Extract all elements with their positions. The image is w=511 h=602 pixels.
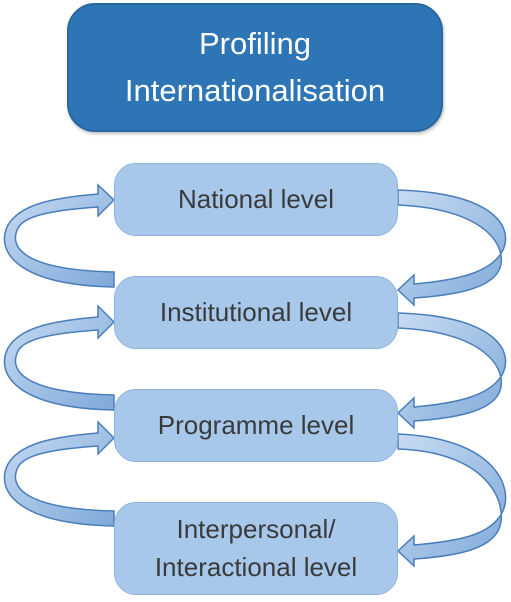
left-arrow-programme-to-institutional xyxy=(3,304,116,411)
left-arrow-interpersonal-to-programme xyxy=(3,420,116,527)
level-box-programme: Programme level xyxy=(114,389,398,462)
title-line-2: Internationalisation xyxy=(124,72,386,108)
right-arrow-institutional-to-programme xyxy=(396,312,507,430)
right-arrow-national-to-institutional xyxy=(396,189,507,307)
level-box-interpersonal: Interpersonal/ Interactional level xyxy=(114,502,398,595)
left-arrow-institutional-to-national xyxy=(3,183,116,288)
right-arrow-programme-to-interpersonal xyxy=(396,433,507,568)
level-label-interpersonal-line-2: Interactional level xyxy=(154,551,358,582)
level-box-national: National level xyxy=(114,163,398,236)
level-box-institutional: Institutional level xyxy=(114,276,398,349)
title-line-1: Profiling xyxy=(198,26,311,61)
level-label-interpersonal-line-1: Interpersonal/ xyxy=(176,513,336,544)
level-label-national: National level xyxy=(177,183,335,214)
level-label-institutional: Institutional level xyxy=(159,296,353,327)
level-label-programme: Programme level xyxy=(157,409,355,440)
title-box: Profiling Internationalisation xyxy=(67,3,443,132)
